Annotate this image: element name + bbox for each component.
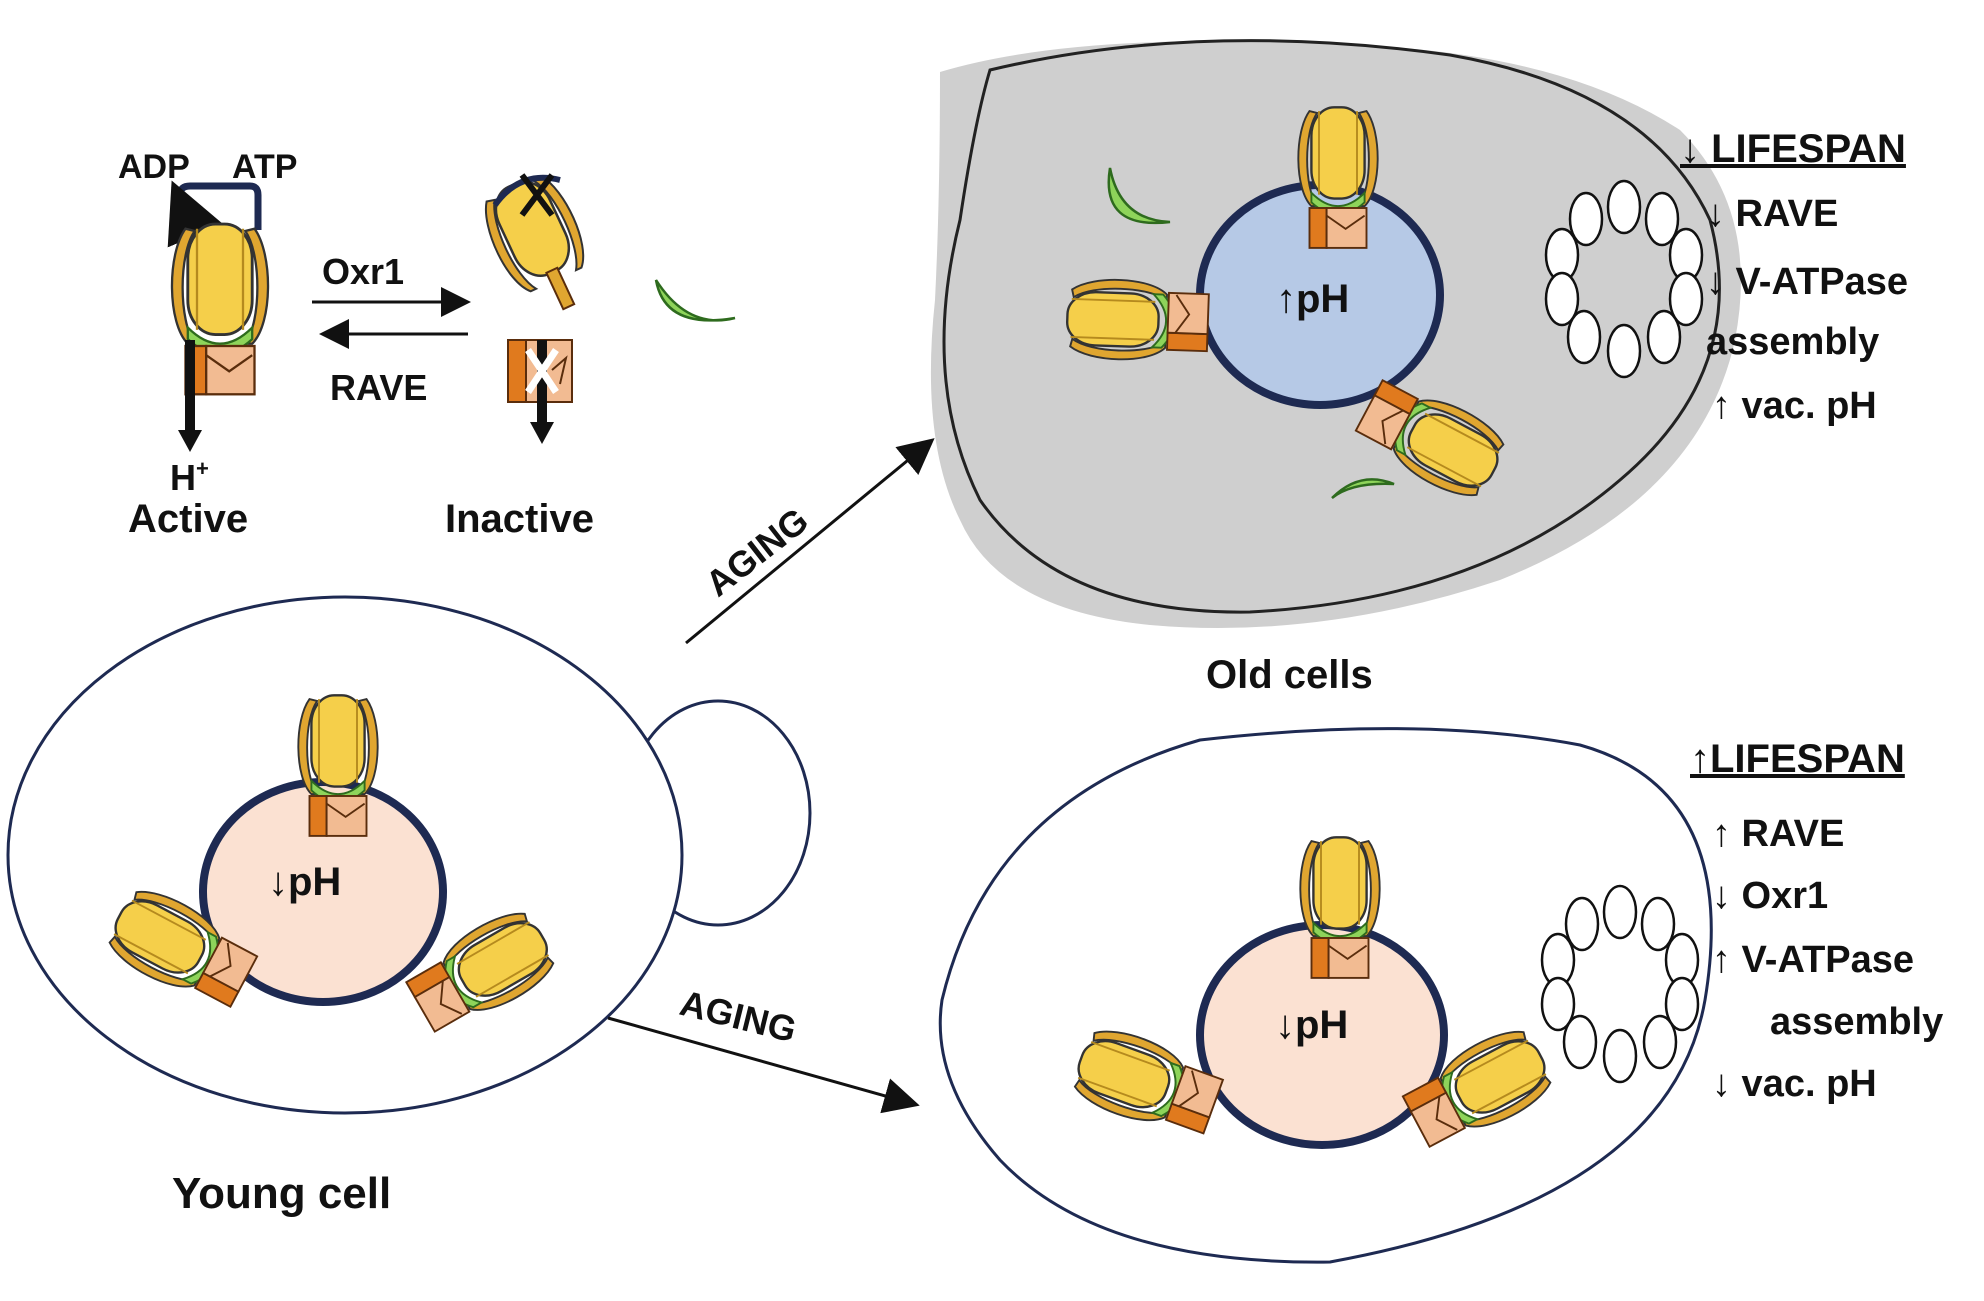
- proton-label: H+: [170, 456, 209, 498]
- rave-label: RAVE: [330, 367, 427, 408]
- old-bottom-vatpase: ↑ V-ATPase: [1712, 939, 1914, 981]
- active-vatpase-icon: [167, 180, 270, 452]
- old-cells-caption: Old cells: [1206, 653, 1373, 697]
- old-cell-top-inner-outline: [942, 39, 1721, 614]
- old-free-fragment-1: [1107, 167, 1171, 225]
- old-cell-bottom: ↓pH: [938, 727, 1713, 1264]
- old-cell-top: ↑pH: [930, 39, 1741, 629]
- inactive-label: Inactive: [445, 497, 594, 541]
- aging-down-label: AGING: [676, 982, 800, 1050]
- old-free-fragment-2: [1331, 478, 1395, 499]
- old-top-rave: ↓ RAVE: [1706, 193, 1838, 235]
- oxr1-label: Oxr1: [322, 251, 404, 292]
- old-vacuole-bottom-ph: ↓pH: [1275, 1003, 1348, 1047]
- old-vacuole-bottom: [1196, 921, 1448, 1149]
- old-top-vac-ph: ↑ vac. pH: [1712, 385, 1877, 427]
- young-cell-caption: Young cell: [172, 1169, 391, 1218]
- old-top-assembly: assembly: [1706, 321, 1879, 363]
- active-inactive-panel: ADP ATP H+ Active Oxr1 RAVE Inactive: [118, 148, 736, 541]
- young-cell: ↓pH Young cell: [6, 595, 812, 1218]
- adp-label: ADP: [118, 148, 190, 186]
- old-bottom-lifespan: ↑LIFESPAN: [1690, 737, 1905, 781]
- old-bottom-rave: ↑ RAVE: [1712, 813, 1844, 855]
- old-vacuole-top-ph: ↑pH: [1276, 277, 1349, 321]
- old-top-vatpase: ↓ V-ATPase: [1706, 261, 1908, 303]
- old-bottom-vac-ph: ↓ vac. pH: [1712, 1063, 1877, 1105]
- inactive-vatpase-icon: [484, 173, 585, 444]
- old-bottom-stats: ↑LIFESPAN ↑ RAVE ↓ Oxr1 ↑ V-ATPase assem…: [1690, 737, 1943, 1105]
- old-bottom-oxr1: ↓ Oxr1: [1712, 875, 1828, 917]
- atp-label: ATP: [232, 148, 297, 186]
- old-top-lifespan: ↓ LIFESPAN: [1680, 127, 1906, 171]
- young-vacuole-ph: ↓pH: [268, 860, 341, 904]
- aging-arrow-up: AGING: [685, 438, 935, 645]
- aging-arrow-down: AGING: [607, 982, 920, 1114]
- active-label: Active: [128, 497, 248, 541]
- free-fragment-icon: [654, 279, 736, 322]
- old-top-stats: ↓ LIFESPAN ↓ RAVE ↓ V-ATPase assembly ↑ …: [1680, 127, 1908, 427]
- old-bottom-assembly: assembly: [1770, 1001, 1943, 1043]
